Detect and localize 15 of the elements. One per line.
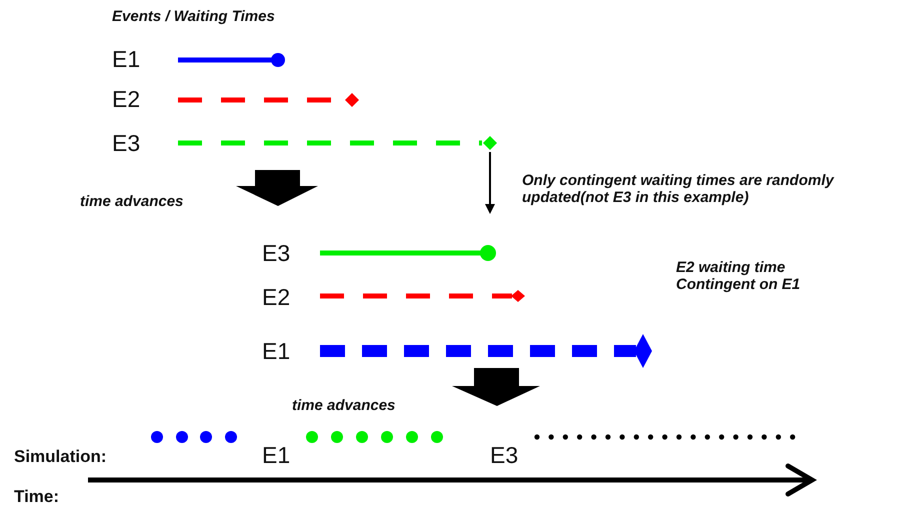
event-label: E1	[112, 46, 140, 72]
event-label: E2	[112, 86, 140, 112]
annotation-note: E2 waiting time Contingent on E1	[676, 259, 802, 294]
step-caption: time advances	[80, 193, 184, 210]
event-label: E2	[262, 284, 290, 310]
step-caption: time advances	[292, 397, 396, 414]
diagram-title: Events / Waiting Times	[112, 8, 275, 26]
event-label: E1	[262, 442, 290, 468]
event-label: E1	[262, 338, 290, 364]
event-label: E3	[112, 130, 140, 156]
annotation-note: Only contingent waiting times are randomly updated(not E3 in this example)	[522, 172, 836, 206]
row-label: Simulation:	[14, 447, 107, 467]
row-label: Time:	[14, 487, 60, 507]
event-label: E3	[490, 442, 518, 468]
event-label: E3	[262, 240, 290, 266]
